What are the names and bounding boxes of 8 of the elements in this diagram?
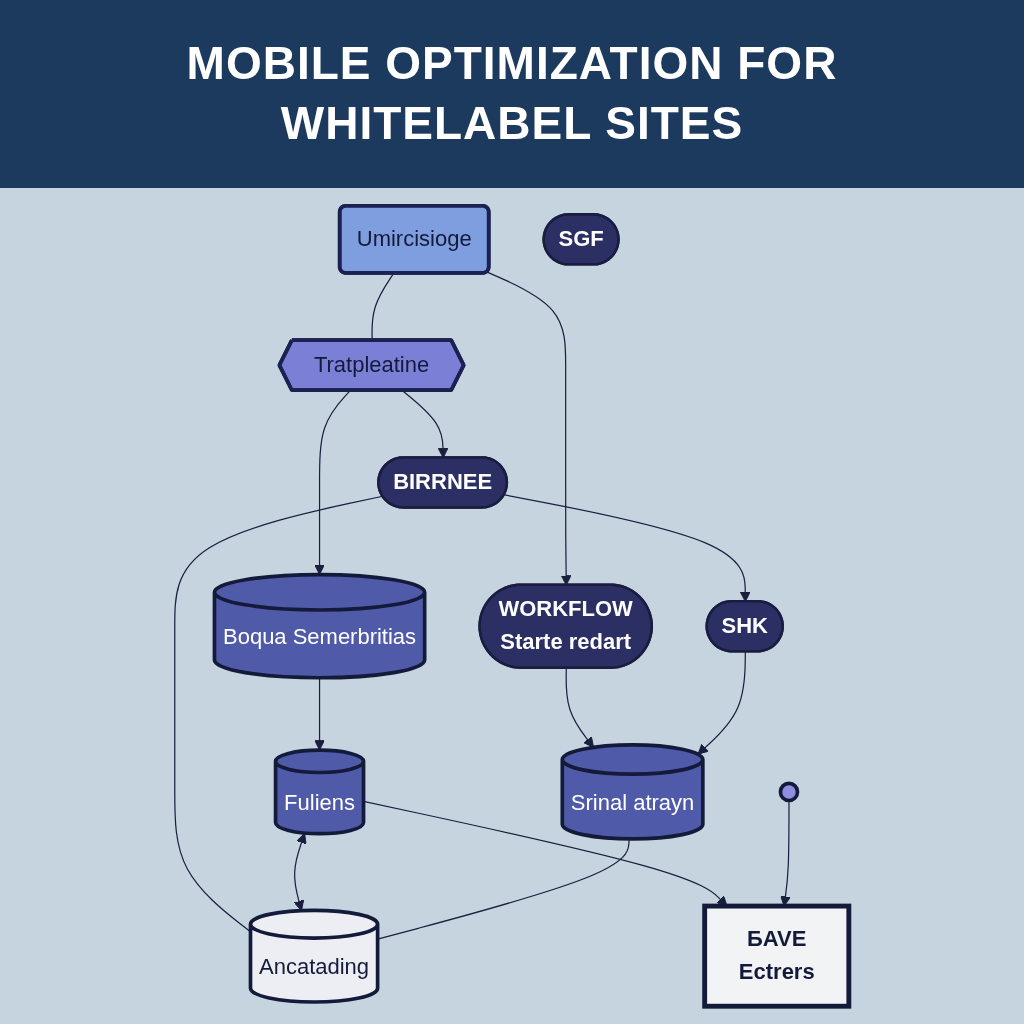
title-banner: MOBILE OPTIMIZATION FOR WHITELABEL SITES bbox=[0, 0, 1024, 188]
arrow bbox=[565, 667, 595, 748]
arrow bbox=[697, 650, 747, 755]
connector bbox=[174, 495, 384, 933]
arrow bbox=[314, 389, 351, 575]
node-box: БAVE Ectrers bbox=[702, 903, 852, 1009]
arrow bbox=[293, 832, 307, 911]
node-circle bbox=[778, 781, 800, 802]
